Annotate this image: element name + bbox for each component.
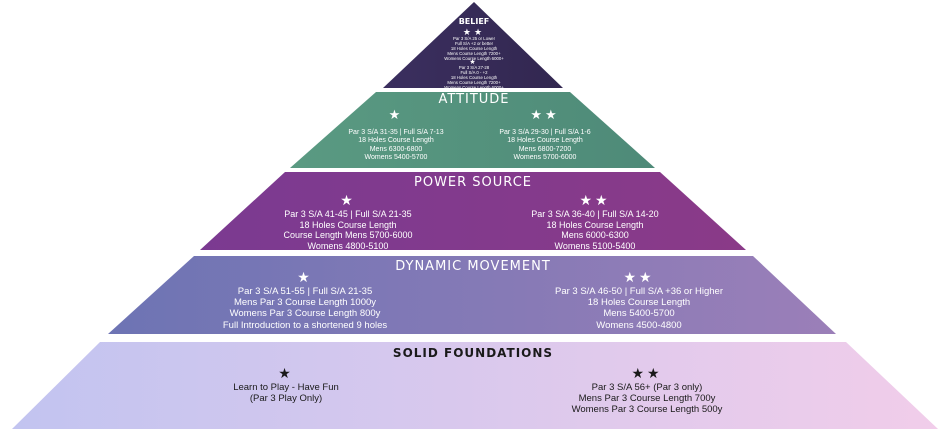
tier-solid-left-block: Learn to Play - Have Fun (Par 3 Play Onl… — [233, 382, 339, 405]
tier-power-title: POWER SOURCE — [414, 175, 532, 190]
tier-power-left-stars: ★ — [340, 192, 356, 208]
tier-dynamic-right-stars: ★★ — [623, 269, 655, 285]
tier-belief-block-1: Par 3 S/A 25 or Lower Full S/A +2 or bet… — [444, 36, 504, 62]
tier-dynamic-shape — [108, 256, 836, 334]
tier-solid-left-stars: ★ — [278, 365, 294, 381]
tier-solid-right-stars: ★★ — [631, 365, 663, 381]
tier-dynamic-left-stars: ★ — [297, 269, 313, 285]
tier-attitude-right-block: Par 3 S/A 29-30 | Full S/A 1-6 18 Holes … — [499, 129, 591, 161]
tier-power-shape — [200, 172, 746, 250]
tier-belief-block-2: Par 3 S/A 27-28 Full S/A 0 - +2 18 Holes… — [444, 65, 504, 91]
tier-attitude-right-stars: ★★ — [530, 107, 560, 122]
tier-belief-shape — [383, 2, 563, 88]
tier-dynamic-right-block: Par 3 S/A 46-50 | Full S/A +36 or Higher… — [554, 286, 724, 331]
tier-solid-title: SOLID FOUNDATIONS — [392, 346, 554, 360]
tier-attitude-shape — [290, 92, 655, 168]
tier-solid-shape — [12, 342, 938, 429]
tier-attitude-left-stars: ★ — [388, 107, 404, 122]
tier-solid-right-block: Par 3 S/A 56+ (Par 3 only) Mens Par 3 Co… — [571, 382, 723, 416]
tier-belief-stars-2: ★ — [469, 59, 479, 66]
tier-dynamic-title: DYNAMIC MOVEMENT — [395, 259, 551, 274]
tier-power-right-stars: ★★ — [579, 192, 611, 208]
tier-power-left-block: Par 3 S/A 41-45 | Full S/A 21-35 18 Hole… — [283, 209, 413, 251]
tier-dynamic-left-block: Par 3 S/A 51-55 | Full S/A 21-35 Mens Pa… — [222, 286, 388, 331]
tier-attitude-title: ATTITUDE — [438, 92, 510, 107]
tier-power-right-block: Par 3 S/A 36-40 | Full S/A 14-20 18 Hole… — [531, 209, 659, 251]
tier-belief-stars-1: ★★ — [462, 27, 486, 37]
tier-belief-title: BELIEF — [458, 17, 490, 26]
tier-attitude-left-block: Par 3 S/A 31-35 | Full S/A 7-13 18 Holes… — [348, 129, 444, 161]
